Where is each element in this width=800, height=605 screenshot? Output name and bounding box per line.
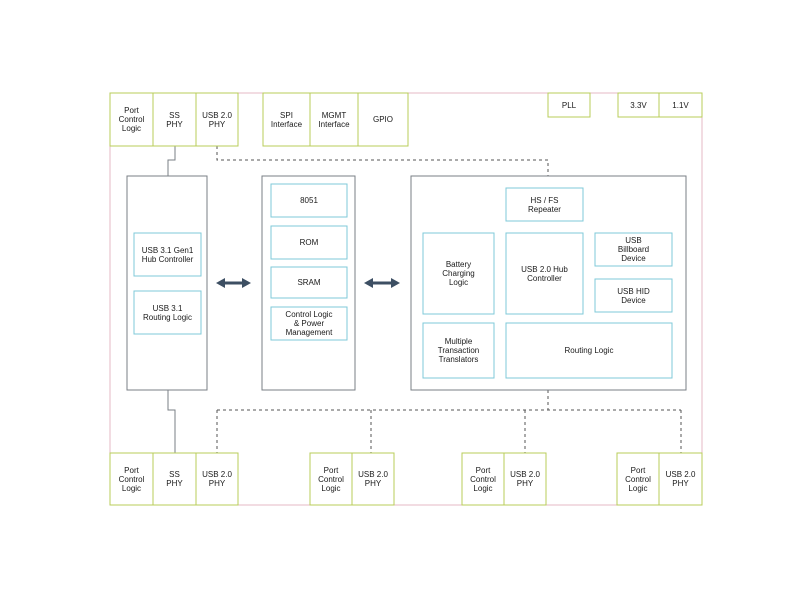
hs-fs-repeater-label: HS / FS Repeater bbox=[528, 195, 561, 214]
bus-arrows bbox=[216, 278, 400, 288]
rom-label: ROM bbox=[299, 238, 319, 247]
double-arrow-icon bbox=[216, 278, 251, 288]
control-power-label: Control Logic & Power Management bbox=[285, 310, 333, 337]
gpio-label: GPIO bbox=[372, 115, 393, 124]
dashed-bus-lines bbox=[216, 146, 682, 453]
pll-label: PLL bbox=[561, 100, 577, 110]
mcu-8051-label: 8051 bbox=[300, 196, 318, 205]
usb31-hub-controller-label: USB 3.1 Gen1 Hub Controller bbox=[141, 245, 194, 264]
port1-control-logic-label: Port Control Logic bbox=[118, 465, 145, 493]
port3-control-logic-label: Port Control Logic bbox=[470, 465, 496, 493]
ss-connections bbox=[167, 146, 176, 453]
usb31-routing-logic-label: USB 3.1 Routing Logic bbox=[143, 303, 192, 322]
bottom-row-boxes bbox=[109, 452, 703, 506]
port4-control-logic-label: Port Control Logic bbox=[625, 465, 651, 493]
top-row-boxes bbox=[109, 92, 703, 147]
sram-label: SRAM bbox=[297, 278, 321, 287]
transaction-translators-label: Multiple Transaction Translators bbox=[437, 337, 480, 364]
top-usb20-phy-label: USB 2.0 PHY bbox=[202, 110, 232, 129]
spi-interface-label: SPI Interface bbox=[270, 110, 303, 129]
port2-usb20-phy-label: USB 2.0 PHY bbox=[358, 470, 388, 488]
top-ss-phy-label: SS PHY bbox=[166, 110, 183, 129]
billboard-device-label: USB Billboard Device bbox=[617, 236, 650, 263]
double-arrow-icon bbox=[364, 278, 400, 288]
hid-device-label: USB HID Device bbox=[617, 286, 650, 305]
port4-usb20-phy-label: USB 2.0 PHY bbox=[665, 470, 696, 488]
routing-logic-label: Routing Logic bbox=[564, 346, 614, 355]
mgmt-interface-label: MGMT Interface bbox=[318, 110, 350, 129]
top-port-control-logic-label: Port Control Logic bbox=[118, 106, 145, 133]
port1-usb20-phy-label: USB 2.0 PHY bbox=[202, 470, 232, 488]
battery-charging-label: Battery Charging Logic bbox=[442, 260, 475, 287]
supply-3v3-label: 3.3V bbox=[630, 100, 647, 110]
supply-1v1-label: 1.1V bbox=[672, 100, 689, 110]
inner-boxes bbox=[133, 183, 673, 379]
port3-usb20-phy-label: USB 2.0 PHY bbox=[510, 470, 540, 488]
usb20-hub-controller-label: USB 2.0 Hub Controller bbox=[521, 264, 568, 283]
port2-control-logic-label: Port Control Logic bbox=[318, 465, 344, 493]
port1-ss-phy-label: SS PHY bbox=[166, 470, 183, 488]
